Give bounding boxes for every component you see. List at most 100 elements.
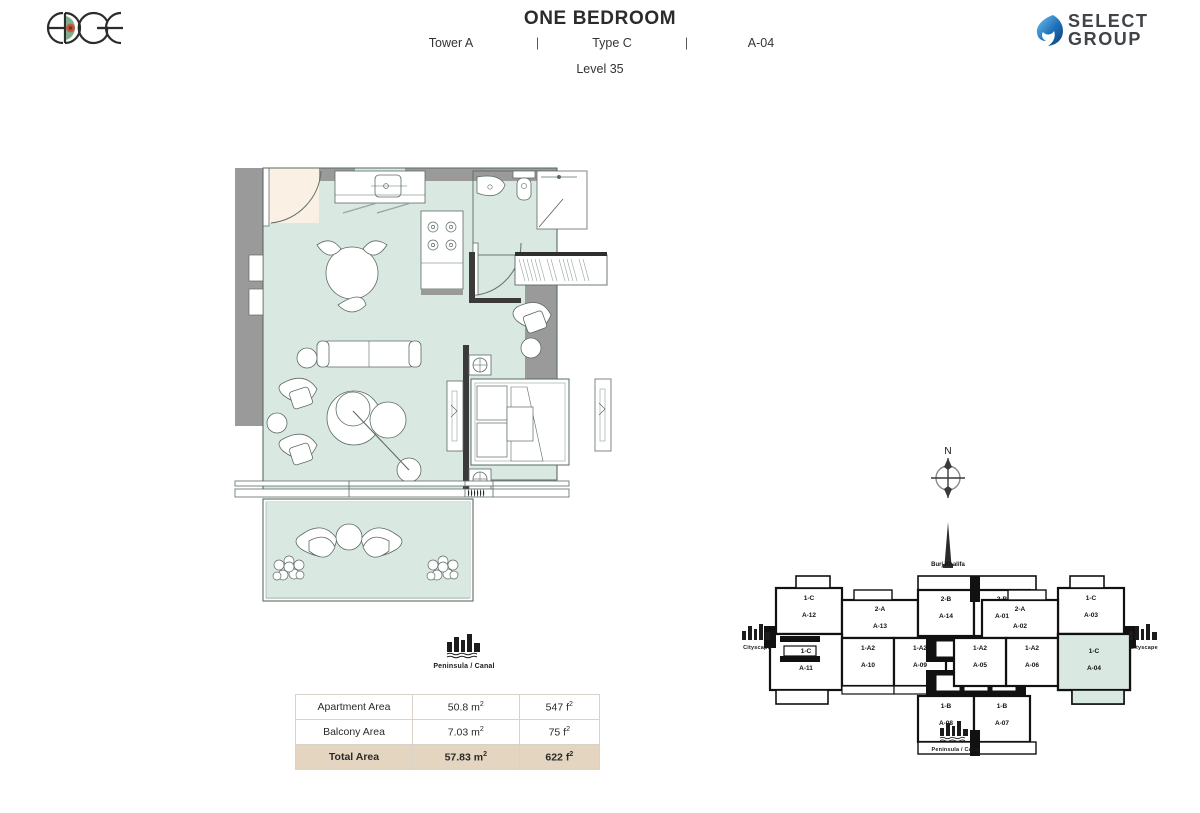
cityscape-icon-left bbox=[742, 624, 770, 640]
kp-unit-a07-id: A-07 bbox=[994, 720, 1010, 727]
bed-cushion bbox=[506, 406, 534, 442]
keyplan-peninsula-label: Peninsula / Canal bbox=[918, 720, 994, 753]
entry-door-panel bbox=[262, 167, 270, 227]
kp-unit-a03-type: 1-C bbox=[1085, 595, 1097, 602]
plan-view-caption: Peninsula / Canal bbox=[433, 663, 495, 670]
wardrobe-box bbox=[514, 254, 608, 286]
kp-unit-a13-id: A-13 bbox=[872, 623, 888, 630]
area-table: Apartment Area 50.8 m2 547 f2 Balcony Ar… bbox=[295, 694, 601, 770]
header-subline: Tower A | Type C | A-04 bbox=[0, 36, 1200, 50]
coffee-table-inner bbox=[335, 391, 371, 427]
select-group-wordmark: SELECT GROUP bbox=[1068, 12, 1149, 49]
floor-lamp-arm bbox=[352, 410, 410, 471]
total-sqm: 57.83 m2 bbox=[412, 744, 520, 770]
table-row: Apartment Area 50.8 m2 547 f2 bbox=[295, 694, 601, 720]
balcony-glazing bbox=[234, 480, 570, 498]
bathroom-sink bbox=[476, 175, 506, 197]
entry-alcove bbox=[263, 168, 319, 223]
area-sqm-unit: m bbox=[471, 701, 480, 714]
pillow-1 bbox=[476, 385, 508, 421]
total-sqft-value: 622 bbox=[545, 751, 563, 764]
area-sqft-value: 75 bbox=[548, 726, 561, 739]
pillow-2 bbox=[476, 422, 508, 458]
bedroom-side-table bbox=[520, 337, 542, 359]
separator-1: | bbox=[535, 36, 540, 50]
unit-label: A-04 bbox=[747, 36, 775, 50]
total-sqm-value: 57.83 bbox=[444, 751, 471, 764]
page-title: ONE BEDROOM bbox=[523, 8, 677, 29]
toilet-cistern bbox=[512, 170, 536, 179]
armchair-1-cushion bbox=[289, 386, 313, 410]
area-sqm: 7.03 m2 bbox=[412, 719, 520, 745]
floor-plan-drawing bbox=[225, 155, 670, 605]
sup-2: 2 bbox=[483, 750, 488, 758]
dining-chair-3 bbox=[337, 296, 367, 313]
bedroom-armchair-cushion bbox=[522, 310, 548, 334]
total-sqft: 622 f2 bbox=[518, 744, 601, 770]
kp-unit-a01-id: A-01 bbox=[994, 613, 1010, 620]
tv-unit bbox=[446, 380, 464, 452]
north-arrow-icon bbox=[931, 458, 965, 498]
select-group-logo bbox=[1030, 12, 1170, 52]
kp-unit-a09-id: A-09 bbox=[912, 662, 928, 669]
sink-drain-bath bbox=[487, 184, 493, 190]
kp-unit-a05-type: 1-A2 bbox=[972, 645, 988, 652]
cityscape-right: Cityscape bbox=[1115, 622, 1173, 651]
side-table-sofa bbox=[296, 347, 318, 369]
kp-unit-a12-type: 1-C bbox=[803, 595, 815, 602]
select-group-line1: SELECT bbox=[1068, 11, 1149, 31]
cityscape-right-caption: Cityscape bbox=[1130, 645, 1158, 651]
kp-unit-a02-type: 2-A bbox=[1014, 606, 1026, 613]
highlighted-unit-a04 bbox=[1056, 632, 1132, 705]
sup-2: 2 bbox=[479, 725, 484, 733]
dining-chair-1 bbox=[316, 240, 342, 256]
side-table-chairs bbox=[266, 412, 288, 434]
kp-unit-a11-id: A-11 bbox=[799, 665, 813, 672]
keyplan-peninsula-caption: Peninsula / Canal bbox=[931, 747, 981, 753]
area-sqft: 547 f2 bbox=[518, 694, 601, 720]
planter-right bbox=[426, 555, 459, 581]
area-label: Apartment Area bbox=[295, 694, 413, 720]
kp-unit-a11-type: 1-C bbox=[800, 648, 812, 655]
sup-2: 2 bbox=[566, 725, 570, 733]
sup-2: 2 bbox=[569, 700, 573, 708]
burj-khalifa-label: Burj Khalifa bbox=[931, 562, 965, 568]
flame-icon bbox=[1036, 15, 1063, 46]
cabinet-line-1 bbox=[342, 202, 378, 214]
left-wing bbox=[764, 575, 948, 705]
wardrobe bbox=[514, 252, 608, 286]
kp-unit-a12-id: A-12 bbox=[801, 612, 817, 619]
area-sqft-unit: f bbox=[566, 701, 570, 714]
kp-unit-a04-type: 1-C bbox=[1088, 648, 1100, 655]
sup-2: 2 bbox=[479, 700, 484, 708]
sofa-arm-right bbox=[408, 340, 422, 368]
separator-2: | bbox=[684, 36, 689, 50]
partition-walls bbox=[463, 252, 521, 495]
kp-unit-a07-type: 1-B bbox=[996, 703, 1008, 710]
area-sqm-unit: m bbox=[471, 726, 480, 739]
cabinet-line-2 bbox=[376, 202, 412, 214]
area-label: Balcony Area bbox=[295, 719, 413, 745]
stove-burners bbox=[427, 221, 457, 251]
balcony-outline bbox=[262, 498, 474, 602]
kp-unit-a02-id: A-02 bbox=[1012, 623, 1028, 630]
cityscape-icon-right bbox=[1129, 624, 1157, 640]
edge-logo bbox=[35, 9, 150, 47]
toilet-bowl bbox=[516, 177, 532, 201]
balcony-table bbox=[335, 523, 363, 551]
bathroom bbox=[472, 170, 588, 296]
north-label: N bbox=[944, 446, 952, 457]
dining-chair-2 bbox=[362, 240, 388, 256]
kp-unit-a10-id: A-10 bbox=[860, 662, 876, 669]
peninsula-canal-icon bbox=[446, 634, 480, 659]
balcony-chair-1-seat bbox=[308, 536, 336, 558]
armchair-2-cushion bbox=[289, 442, 313, 466]
shower-door bbox=[538, 198, 564, 228]
total-label: Total Area bbox=[295, 744, 413, 770]
sofa-arm-left bbox=[316, 340, 330, 368]
total-sqft-unit: f bbox=[565, 751, 570, 764]
curtain-hatch bbox=[467, 488, 485, 498]
tower-label: Tower A bbox=[428, 36, 474, 50]
area-sqm-value: 50.8 bbox=[447, 701, 469, 714]
area-sqft-unit: f bbox=[563, 726, 567, 739]
